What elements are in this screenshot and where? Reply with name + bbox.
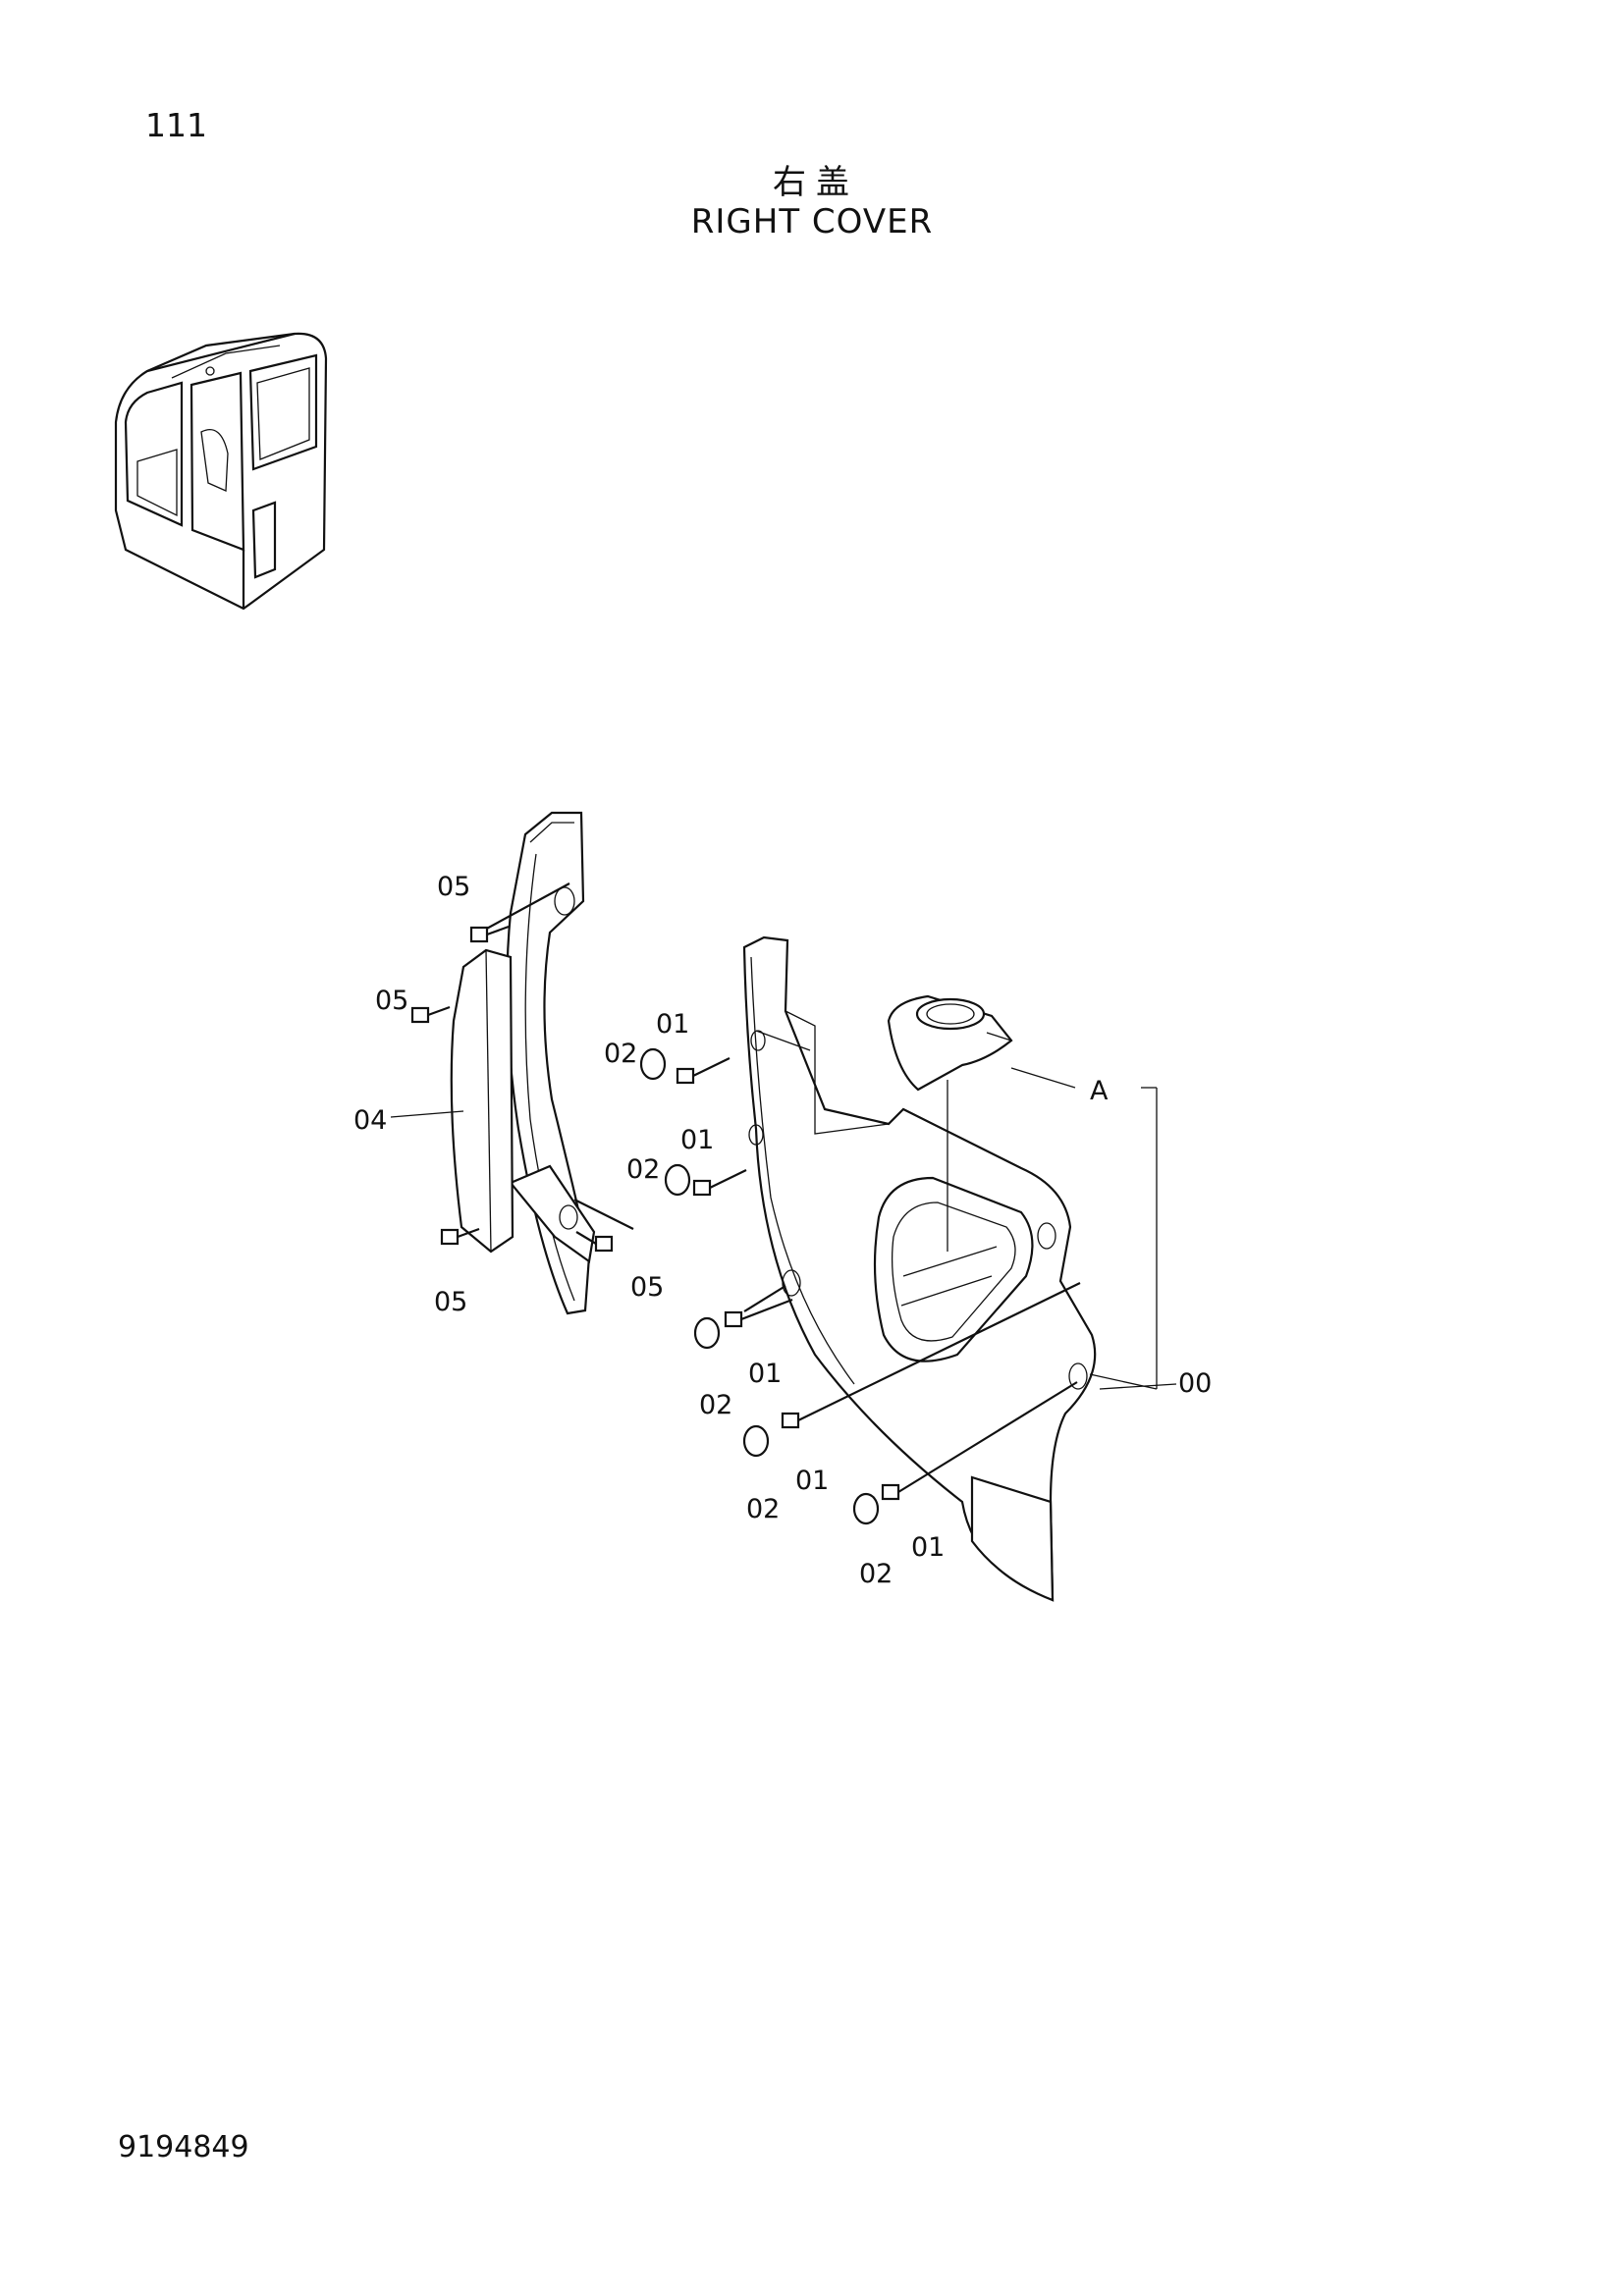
part-00-right-cover (742, 935, 1097, 1602)
leader-lines (390, 1067, 1177, 1390)
fastener-caps (639, 1047, 880, 1525)
cab-location-thumbnail (114, 332, 328, 611)
callout-02: 02 (626, 1154, 660, 1185)
callout-01: 01 (795, 1466, 829, 1496)
callout-01: 01 (656, 1009, 689, 1040)
page-title-chinese: 右盖 (773, 163, 859, 202)
page-number: 111 (145, 106, 207, 144)
callout-05: 05 (434, 1287, 467, 1317)
callout-02: 02 (746, 1494, 780, 1524)
fastener-screws (410, 925, 1081, 1501)
callout-A: A (1090, 1076, 1109, 1106)
callout-04: 04 (353, 1105, 387, 1136)
callout-02: 02 (604, 1039, 637, 1069)
document-number: 9194849 (118, 2130, 249, 2164)
callout-02: 02 (859, 1559, 893, 1589)
callout-01: 01 (911, 1532, 945, 1563)
part-04-pillar-cover (450, 811, 634, 1315)
callout-labels: 05 05 04 05 05 01 02 01 02 01 02 01 02 0… (353, 872, 1212, 1589)
callout-05: 05 (437, 872, 470, 902)
callout-01: 01 (748, 1359, 782, 1389)
page-title-english: RIGHT COVER (690, 202, 934, 241)
callout-00: 00 (1178, 1368, 1212, 1399)
callout-05: 05 (375, 986, 408, 1016)
callout-05: 05 (630, 1272, 664, 1303)
callout-02: 02 (699, 1390, 732, 1420)
callout-01: 01 (680, 1125, 714, 1155)
